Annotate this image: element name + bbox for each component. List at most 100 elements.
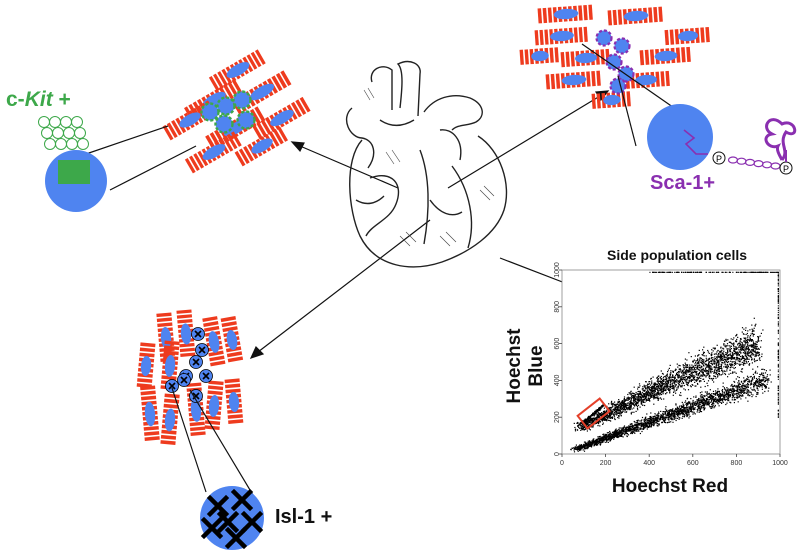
scatter-point — [664, 416, 666, 418]
scatter-point — [696, 399, 698, 401]
scatter-point — [701, 375, 703, 377]
myocyte-stripe — [177, 319, 193, 324]
scatter-point — [726, 356, 728, 358]
scatter-point — [691, 366, 693, 368]
scatter-point — [733, 350, 736, 353]
scatter-point — [723, 355, 725, 357]
scatter-point — [628, 392, 630, 394]
scatter-point — [689, 380, 691, 382]
scatter-point — [746, 387, 748, 389]
scatter-point — [594, 418, 596, 420]
scatter-point — [726, 402, 728, 404]
scatter-point — [700, 357, 702, 359]
scatter-point — [711, 367, 713, 369]
scatter-point — [628, 406, 630, 408]
scatter-point — [647, 426, 649, 428]
scatter-point — [627, 397, 629, 399]
scatter-point — [654, 388, 656, 390]
scatter-point — [581, 447, 584, 449]
scatter-point — [733, 392, 735, 394]
scatter-point — [703, 370, 705, 372]
scatter-point — [662, 387, 664, 389]
scatter-point — [747, 330, 749, 332]
scatter-point — [706, 398, 708, 400]
scatter-point — [747, 382, 749, 384]
scatter-point — [688, 407, 690, 409]
scatter-point — [640, 424, 643, 426]
scatter-point — [756, 352, 758, 354]
scatter-point — [591, 441, 593, 443]
scatter-point — [723, 348, 725, 350]
myocyte-stripe — [695, 27, 700, 43]
myocyte-stripe — [544, 29, 549, 45]
scatter-point — [666, 381, 669, 383]
scatter-point — [761, 353, 763, 355]
scatter-point — [653, 383, 656, 385]
scatter-point — [683, 414, 686, 416]
scatter-point — [752, 346, 754, 348]
scatter-point — [648, 392, 650, 394]
myocyte-stripe — [674, 29, 680, 45]
scatter-point — [700, 365, 702, 367]
scatter-point — [641, 394, 643, 396]
scatter-point — [658, 386, 660, 388]
scatter-point — [624, 434, 626, 436]
scatter-point — [755, 382, 757, 384]
scatter-point — [702, 398, 704, 400]
scatter-point — [629, 401, 631, 403]
scatter-point — [743, 337, 746, 340]
scatter-point — [611, 409, 613, 411]
scatter-point — [653, 403, 655, 405]
scatter-point — [740, 381, 743, 383]
scatter-point — [663, 418, 665, 420]
scatter-point — [697, 378, 699, 380]
scatter-point — [740, 393, 742, 395]
scatter-point — [601, 420, 603, 422]
scatter-point — [719, 374, 721, 376]
scatter-point — [701, 407, 703, 409]
scatter-point — [598, 415, 600, 417]
scatter-point — [758, 353, 760, 355]
scatter-point — [580, 444, 583, 446]
scatter-point — [725, 358, 727, 360]
scatter-point — [640, 422, 642, 424]
ckit-receptor-patch — [58, 160, 90, 184]
scatter-point — [721, 354, 723, 357]
scatter-point — [750, 356, 752, 358]
scatter-point — [596, 414, 598, 416]
scatter-point — [571, 447, 573, 449]
scatter-point — [728, 354, 730, 357]
scatter-point — [638, 395, 640, 397]
ckit-zoom-line-1 — [85, 125, 169, 155]
scatter-point — [747, 389, 749, 391]
scatter-point — [657, 380, 659, 382]
scatter-point — [692, 384, 694, 386]
scatter-point — [631, 428, 633, 430]
scatter-point — [715, 390, 717, 392]
scatter-point — [654, 395, 656, 397]
scatter-point — [736, 397, 738, 399]
scatter-point — [659, 417, 661, 419]
myocyte-stripe — [669, 29, 675, 45]
scatter-point — [710, 369, 712, 371]
scatter-point — [663, 389, 665, 391]
scatter-point — [592, 439, 594, 441]
myocyte-nucleus — [553, 8, 579, 20]
scatter-point — [765, 386, 767, 388]
scatter-point — [666, 380, 669, 382]
myocyte-stripe — [225, 388, 241, 394]
scatter-point — [746, 357, 749, 359]
scatter-point — [718, 372, 720, 375]
scatter-point — [624, 430, 626, 432]
scatter-point — [602, 412, 604, 415]
scatter-point — [691, 372, 693, 374]
scatter-point — [712, 402, 714, 404]
scatter-point — [728, 354, 730, 356]
scatter-point — [592, 418, 595, 420]
scatter-point — [672, 386, 674, 388]
scatter-point — [694, 413, 696, 415]
scatter-point — [657, 416, 659, 418]
scatter-point — [737, 384, 739, 386]
sca-stem-cell — [595, 29, 613, 47]
scatter-point — [651, 388, 654, 390]
